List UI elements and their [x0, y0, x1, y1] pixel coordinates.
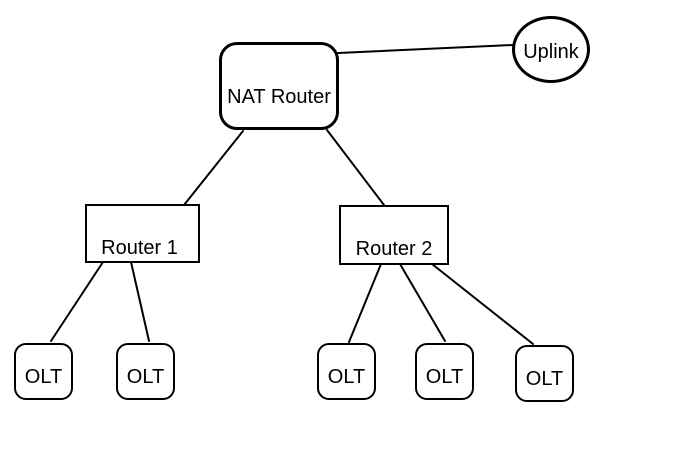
edge-router-2-olt-5: [431, 263, 534, 345]
node-olt-5: OLT: [515, 345, 574, 402]
node-olt-1-label: OLT: [24, 365, 63, 388]
node-router-2: Router 2: [339, 205, 449, 265]
node-olt-4: OLT: [415, 343, 474, 400]
node-uplink-label: Uplink: [523, 40, 579, 63]
edge-nat-router-uplink: [337, 44, 514, 54]
node-olt-5-label: OLT: [525, 367, 564, 390]
node-olt-3: OLT: [317, 343, 376, 400]
node-olt-4-label: OLT: [425, 365, 464, 388]
node-olt-3-label: OLT: [327, 365, 366, 388]
node-router-1: Router 1: [85, 204, 200, 263]
node-nat-router: NAT Router: [219, 42, 339, 130]
node-olt-2-label: OLT: [126, 365, 165, 388]
edge-router-1-olt-2: [130, 261, 150, 342]
edge-nat-router-router-2: [326, 129, 385, 206]
node-olt-1: OLT: [14, 343, 73, 400]
node-nat-router-label: NAT Router: [227, 86, 331, 108]
edge-router-1-olt-1: [50, 261, 104, 342]
edge-nat-router-router-1: [183, 130, 244, 206]
edge-router-2-olt-4: [399, 263, 446, 342]
node-router-2-label: Router 2: [355, 238, 433, 260]
node-router-1-label: Router 1: [101, 236, 178, 259]
node-olt-2: OLT: [116, 343, 175, 400]
edge-router-2-olt-3: [348, 263, 382, 343]
node-uplink: Uplink: [512, 16, 590, 83]
